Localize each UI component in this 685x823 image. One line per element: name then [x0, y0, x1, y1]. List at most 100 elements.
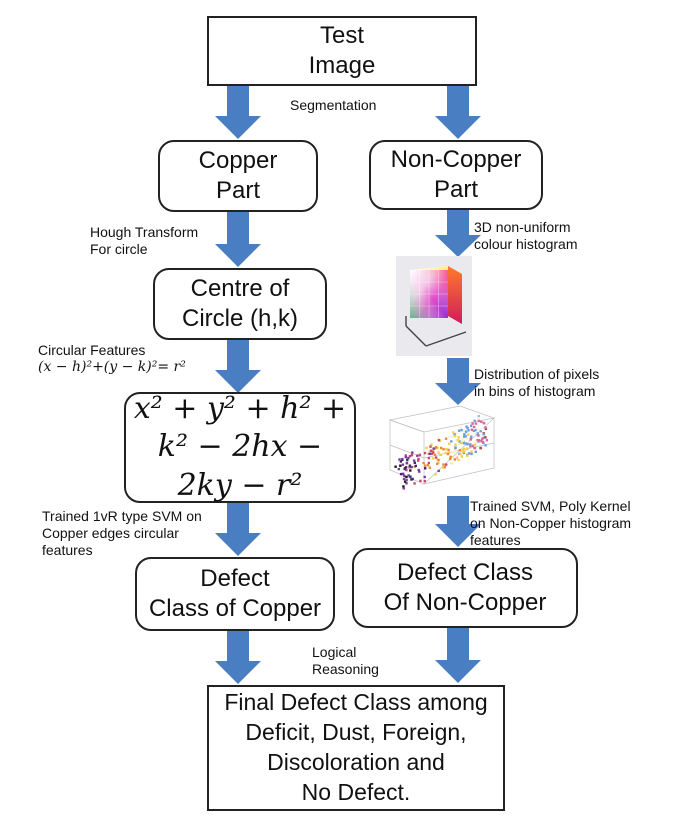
scatter-dot [469, 438, 472, 441]
scatter-dot [399, 472, 403, 476]
defect-noncopper-line-2: Of Non-Copper [383, 589, 547, 616]
defect-copper-line-2: Class of Copper [148, 595, 322, 622]
scatter-dot [453, 458, 457, 461]
segmentation-label: Segmentation [290, 97, 377, 113]
scatter-dot [457, 458, 460, 462]
arrow-centre-to-equation [215, 340, 261, 393]
scatter-dot [456, 438, 460, 442]
arrow-test-to-copper [215, 86, 261, 139]
scatter-dot [463, 435, 466, 438]
scatter-dot [408, 466, 411, 469]
scatter-dot [445, 448, 448, 451]
svm-copper-line-2: Copper edges circular [42, 525, 179, 542]
scatter-dot [444, 437, 448, 440]
scatter-dot [471, 422, 474, 425]
logical-line-1: Logical [312, 644, 357, 660]
scatter-dot [402, 485, 405, 488]
non-copper-part-line-2: Part [433, 176, 478, 203]
scatter-dot [474, 422, 478, 425]
scatter-dot [398, 458, 401, 461]
scatter-dot [401, 457, 404, 461]
scatter-dot [457, 429, 461, 432]
scatter-dot [470, 428, 474, 431]
svm-noncopper-line-3: features [470, 532, 521, 549]
scatter-dot [434, 473, 437, 476]
scatter-dot [484, 427, 488, 431]
arrow-noncopper-to-histogram [435, 210, 481, 257]
circular-features-label: Circular Features (x − h)²+(y − k)²= r² [38, 342, 186, 376]
final-defect-class-box: Final Defect Class among Deficit, Dust, … [207, 685, 505, 811]
scatter-dot [437, 461, 440, 464]
scatter-dot [430, 443, 433, 446]
scatter-dot [449, 462, 453, 465]
scatter-dot [434, 456, 438, 459]
scatter-dot [480, 439, 483, 443]
hough-line-2: For circle [90, 241, 148, 258]
circular-features-equation: (x − h)²+(y − k)²= r² [38, 359, 186, 376]
rgb-color-cube-icon [396, 256, 472, 356]
final-line-2: Deficit, Dust, Foreign, [245, 719, 467, 746]
scatter-dot [442, 463, 445, 466]
scatter-dot [422, 461, 425, 465]
scatter-dot [436, 446, 439, 450]
scatter-dot [482, 433, 485, 436]
pixel-distribution-scatter-icon [388, 405, 496, 490]
expanded-equation-box: x² + y² + h² + k² − 2hx − 2ky − r² [124, 391, 356, 503]
scatter-dot [455, 455, 458, 458]
scatter-dot [432, 451, 435, 454]
scatter-dot [405, 461, 409, 465]
distribution-line-1: Distribution of pixels [474, 366, 600, 382]
scatter-dot [394, 465, 397, 468]
scatter-dot [457, 436, 460, 439]
scatter-dot [473, 446, 476, 450]
scatter-dot [417, 457, 420, 461]
scatter-dot [405, 475, 408, 479]
scatter-dot [429, 449, 432, 452]
scatter-dot [405, 468, 408, 472]
svm-noncopper-line-1: Trained SVM, Poly Kernel [470, 498, 631, 514]
scatter-dot [424, 464, 427, 467]
scatter-dot [453, 433, 456, 436]
scatter-dot [449, 455, 452, 459]
scatter-dot [461, 438, 464, 441]
scatter-dot [426, 464, 430, 467]
scatter-dot [476, 433, 479, 437]
scatter-dot [472, 429, 475, 432]
scatter-dot [442, 466, 445, 469]
scatter-dot [432, 457, 435, 460]
scatter-dot [402, 472, 405, 475]
scatter-dot [460, 455, 464, 458]
scatter-dot [407, 456, 410, 460]
scatter-dot [408, 464, 412, 467]
circular-features-title: Circular Features [38, 342, 146, 358]
arrow-copper-to-centre [215, 212, 261, 267]
final-line-4: No Defect. [301, 778, 411, 805]
scatter-dot [485, 438, 489, 442]
svm-non-copper-label: Trained SVM, Poly Kernel on Non-Copper h… [470, 498, 631, 549]
scatter-dot [481, 440, 484, 444]
scatter-dot [430, 452, 434, 455]
scatter-dot [484, 426, 487, 429]
scatter-dot [403, 480, 407, 483]
scatter-dot [410, 478, 413, 481]
scatter-dot [433, 453, 437, 456]
scatter-dot [459, 426, 462, 429]
scatter-dot [471, 444, 475, 447]
scatter-dot [460, 428, 463, 432]
scatter-dot [418, 470, 421, 473]
scatter-dot [413, 482, 416, 485]
scatter-dot [454, 443, 457, 446]
scatter-dot [451, 435, 454, 438]
scatter-dot [412, 459, 416, 462]
defect-noncopper-line-1: Defect Class [396, 559, 534, 586]
copper-part-box: Copper Part [158, 140, 318, 212]
scatter-dot [404, 455, 407, 459]
scatter-dot [464, 435, 467, 438]
scatter-dot [457, 442, 461, 446]
scatter-dot [410, 465, 413, 469]
scatter-dot [454, 449, 457, 452]
scatter-dot [477, 415, 480, 418]
scatter-dot [484, 436, 487, 439]
scatter-dot [473, 419, 476, 423]
svm-copper-label: Trained 1vR type SVM on Copper edges cir… [42, 508, 202, 559]
